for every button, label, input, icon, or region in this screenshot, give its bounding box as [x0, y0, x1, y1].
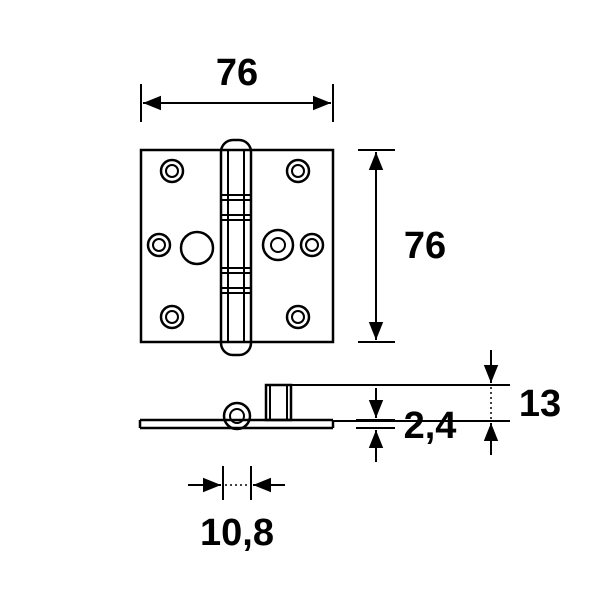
- knuckle-diameter-label: 10,8: [200, 512, 274, 554]
- height-label: 76: [404, 225, 446, 267]
- stud-fitting: [261, 228, 295, 262]
- pin-hole: [179, 230, 215, 266]
- screw-hole-mid-left: [146, 232, 172, 258]
- plate-thickness-label: 2,4: [404, 405, 457, 447]
- total-thickness-dimension: 13: [291, 350, 561, 455]
- hinge-side-view: [138, 383, 335, 431]
- screw-hole-bottom-left: [159, 304, 185, 330]
- plate-thickness-dimension: 2,4: [356, 388, 456, 462]
- screw-hole-mid-right: [299, 232, 325, 258]
- screw-hole-top-right: [285, 158, 311, 184]
- screw-hole-bottom-right: [285, 304, 311, 330]
- height-dimension: 76: [358, 149, 446, 343]
- hinge-front-view: [139, 138, 335, 357]
- knuckle-diameter-dimension: 10,8: [188, 466, 285, 554]
- width-dimension: 76: [140, 52, 334, 122]
- hinge-knuckle: [219, 138, 253, 357]
- width-label: 76: [216, 52, 258, 94]
- side-knuckle: [222, 401, 252, 431]
- side-stud: [264, 383, 293, 422]
- total-thickness-label: 13: [519, 383, 561, 425]
- screw-hole-top-left: [159, 158, 185, 184]
